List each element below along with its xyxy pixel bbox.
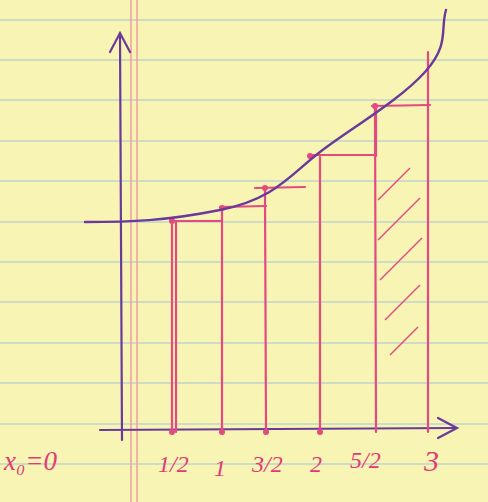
axis-label: 1 xyxy=(214,456,226,480)
function-curve xyxy=(85,10,446,222)
margin-lines xyxy=(131,0,137,502)
axes xyxy=(100,33,457,440)
axis-label: 1/2 xyxy=(158,452,189,476)
axis-label: x₀=0 xyxy=(4,448,57,475)
sample-dots xyxy=(169,103,378,435)
ruled-lines xyxy=(0,20,488,464)
rectangles xyxy=(170,52,430,432)
hatching xyxy=(378,168,422,355)
axis-label: 2 xyxy=(310,452,322,476)
axis-label: 3 xyxy=(424,446,439,476)
axis-label: 3/2 xyxy=(252,452,283,476)
axis-label: 5/2 xyxy=(350,448,381,472)
